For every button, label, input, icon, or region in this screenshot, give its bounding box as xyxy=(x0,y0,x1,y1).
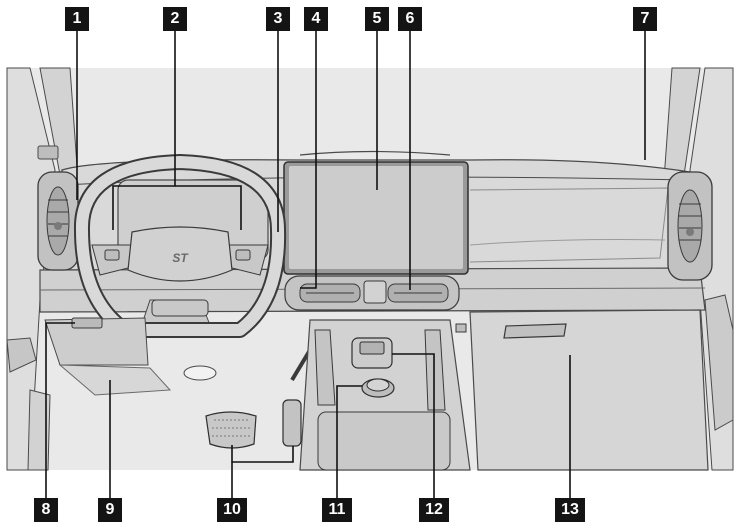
steering-wheel-badge: ST xyxy=(172,251,189,265)
console-right-rail xyxy=(424,329,446,411)
light-switch xyxy=(71,317,103,329)
accelerator-pedal xyxy=(282,348,312,447)
leader-line-10 xyxy=(231,446,294,510)
leader-line-8 xyxy=(45,322,75,510)
callout-11: 11 xyxy=(322,498,352,522)
left-air-vent xyxy=(37,171,79,271)
leader-line-2b xyxy=(175,185,242,230)
leader-line-11 xyxy=(336,385,362,510)
callout-8: 8 xyxy=(34,498,58,522)
callout-2: 2 xyxy=(163,7,187,31)
leader-line-2 xyxy=(112,22,176,230)
leader-lines xyxy=(45,22,646,510)
callout-10: 10 xyxy=(217,498,247,522)
console-storage-box xyxy=(317,411,451,471)
center-touchscreen xyxy=(283,161,469,275)
left-lower-door-trim xyxy=(27,389,51,471)
foot-rest-cap xyxy=(183,365,217,381)
gear-selector xyxy=(351,337,393,369)
callout-9: 9 xyxy=(98,498,122,522)
leader-line-4 xyxy=(300,22,317,289)
left-door-handle xyxy=(6,337,37,373)
console-left-rail xyxy=(314,329,336,406)
right-air-vent xyxy=(667,171,713,281)
callout-7: 7 xyxy=(633,7,657,31)
leader-line-12 xyxy=(392,353,435,510)
passenger-dash-line-2 xyxy=(469,239,666,246)
callout-12: 12 xyxy=(419,498,449,522)
lower-left-trim xyxy=(58,364,172,396)
callout-13: 13 xyxy=(555,498,585,522)
callout-4: 4 xyxy=(304,7,328,31)
center-controls xyxy=(284,275,460,311)
right-door-handle xyxy=(704,294,734,431)
left-window-switch xyxy=(37,145,59,160)
brake-pedal xyxy=(205,411,257,449)
callout-6: 6 xyxy=(398,7,422,31)
drive-mode-knob xyxy=(361,378,395,398)
glove-box-handle xyxy=(503,323,567,339)
passenger-airbag-indicator xyxy=(455,323,467,333)
glove-box xyxy=(469,309,709,471)
callout-5: 5 xyxy=(365,7,389,31)
callout-1: 1 xyxy=(65,7,89,31)
knee-panel xyxy=(44,317,149,366)
callout-3: 3 xyxy=(266,7,290,31)
passenger-dash-line xyxy=(469,187,669,263)
